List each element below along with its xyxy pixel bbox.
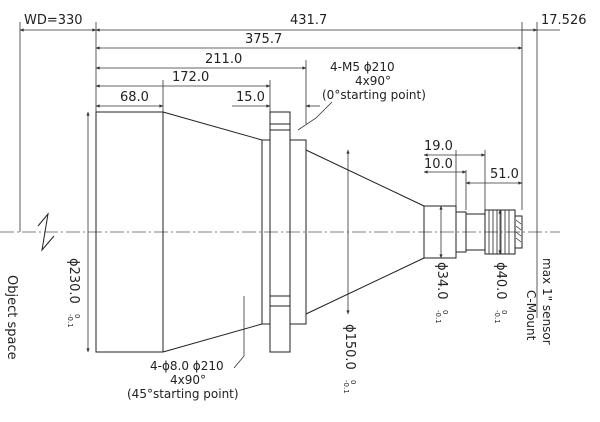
dia-34-tol-lower: -0.1 (434, 310, 442, 324)
dia-150: ϕ150.0 (342, 324, 357, 370)
note-top-hole-3: (0°starting point) (322, 88, 426, 102)
dim-19: 19.0 (424, 139, 453, 154)
dim-172: 172.0 (172, 70, 209, 85)
dia-34-tol-upper: 0 (441, 310, 449, 314)
note-top-hole-1: 4-M5 ϕ210 (330, 60, 395, 74)
dim-10: 10.0 (424, 157, 453, 172)
object-space-label: Object space (4, 275, 19, 360)
dia-34: ϕ34.0 (434, 262, 449, 300)
dia-150-tol-upper: 0 (349, 380, 357, 384)
leader-top-hole (297, 101, 333, 131)
dim-51: 51.0 (490, 167, 519, 182)
c-mount-label: C-Mount (524, 290, 538, 341)
dia-150-group: ϕ150.0 0 -0.1 (342, 324, 357, 394)
dim-total: 431.7 (290, 13, 327, 28)
dia-230-group: ϕ230.0 0 -0.1 (66, 258, 81, 328)
dim-15: 15.0 (236, 90, 265, 105)
dia-40: ϕ40.0 (493, 262, 508, 300)
leader-bottom-hole (233, 296, 245, 369)
dia-40-tol-lower: -0.1 (493, 310, 501, 324)
dia-230: ϕ230.0 (66, 258, 81, 304)
note-top-hole-2: 4x90° (355, 74, 391, 88)
note-bottom-hole-2: 4x90° (170, 373, 206, 387)
dia-230-tol-lower: -0.1 (66, 314, 74, 328)
dia-34-group: ϕ34.0 0 -0.1 (434, 262, 449, 324)
mount-knurl (515, 219, 522, 243)
axis-break-mark (37, 212, 55, 252)
dim-68: 68.0 (120, 90, 149, 105)
front-cone (162, 111, 263, 353)
dia-150-tol-lower: -0.1 (342, 380, 350, 394)
dia-40-tol-upper: 0 (500, 310, 508, 314)
dia-230-tol-upper: 0 (73, 314, 81, 318)
dim-375: 375.7 (245, 32, 282, 47)
note-bottom-hole-1: 4-ϕ8.0 ϕ210 (150, 359, 224, 373)
dim-211: 211.0 (205, 52, 242, 67)
dim-back-focus: 17.526 (541, 13, 587, 28)
dia-40-group: ϕ40.0 0 -0.1 (493, 262, 508, 324)
note-bottom-hole-3: (45°starting point) (127, 387, 239, 401)
flange-hub (289, 139, 307, 325)
c-mount-thread (514, 215, 523, 249)
dim-wd: WD=330 (24, 13, 83, 28)
sensor-label: max 1" sensor (540, 258, 554, 345)
